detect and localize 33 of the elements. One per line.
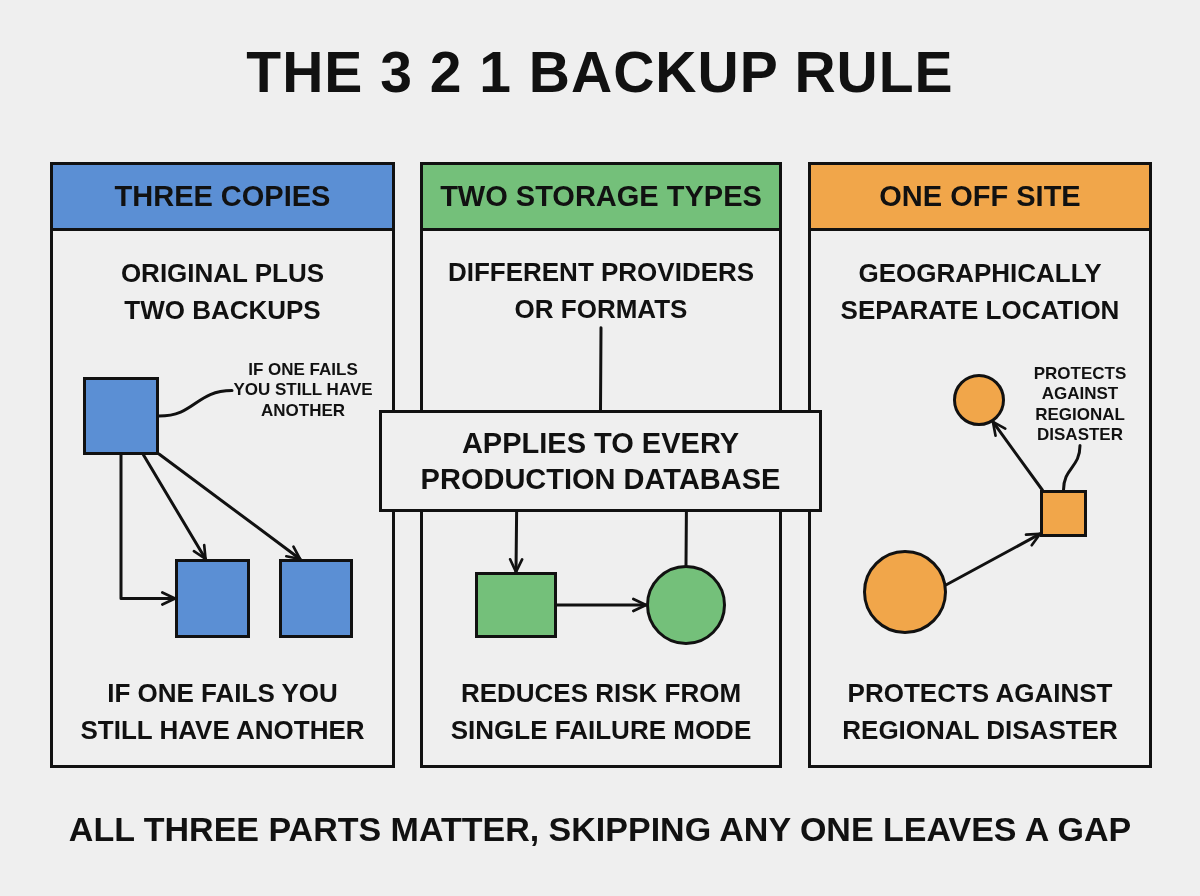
circle-shape [953, 374, 1005, 426]
panel-note: IF ONE FAILS YOU STILL HAVE ANOTHER [79, 677, 366, 747]
panel-note: REDUCES RISK FROM SINGLE FAILURE MODE [449, 677, 753, 747]
arrow [944, 532, 1042, 587]
note-box: APPLIES TO EVERY PRODUCTION DATABASE [379, 410, 822, 512]
arrow [991, 420, 1044, 492]
callout-text: IF ONE FAILS YOU STILL HAVE ANOTHER [232, 360, 374, 422]
square-shape [1040, 490, 1087, 537]
caption: ALL THREE PARTS MATTER, SKIPPING ANY ONE LEAVES A GAP [68, 812, 1132, 846]
square-shape [475, 572, 557, 638]
arrow [157, 452, 302, 561]
panel-header: ONE OFF SITE [811, 165, 1149, 231]
panel-note: PROTECTS AGAINST REGIONAL DISASTER [841, 677, 1119, 747]
panel-header: THREE COPIES [53, 165, 392, 231]
square-shape [175, 559, 250, 638]
panel [808, 162, 1152, 768]
panel-header: TWO STORAGE TYPES [423, 165, 779, 231]
panel [50, 162, 395, 768]
square-shape [279, 559, 353, 638]
arrow [142, 453, 208, 561]
panel-subtitle: ORIGINAL PLUS TWO BACKUPS [119, 257, 326, 327]
arrow [119, 453, 177, 606]
leader-line [1062, 444, 1082, 492]
panel-subtitle: DIFFERENT PROVIDERS OR FORMATS [446, 254, 756, 328]
arrow [508, 510, 524, 574]
arrow [555, 597, 648, 613]
square-shape [83, 377, 159, 455]
connector-line [684, 510, 688, 567]
callout-text: PROTECTS AGAINST REGIONAL DISASTER [1032, 364, 1128, 446]
panel-subtitle: GEOGRAPHICALLY SEPARATE LOCATION [839, 257, 1121, 327]
connector-line [599, 326, 603, 412]
title: THE 3 2 1 BACKUP RULE [246, 44, 954, 101]
leader-line [157, 389, 234, 418]
